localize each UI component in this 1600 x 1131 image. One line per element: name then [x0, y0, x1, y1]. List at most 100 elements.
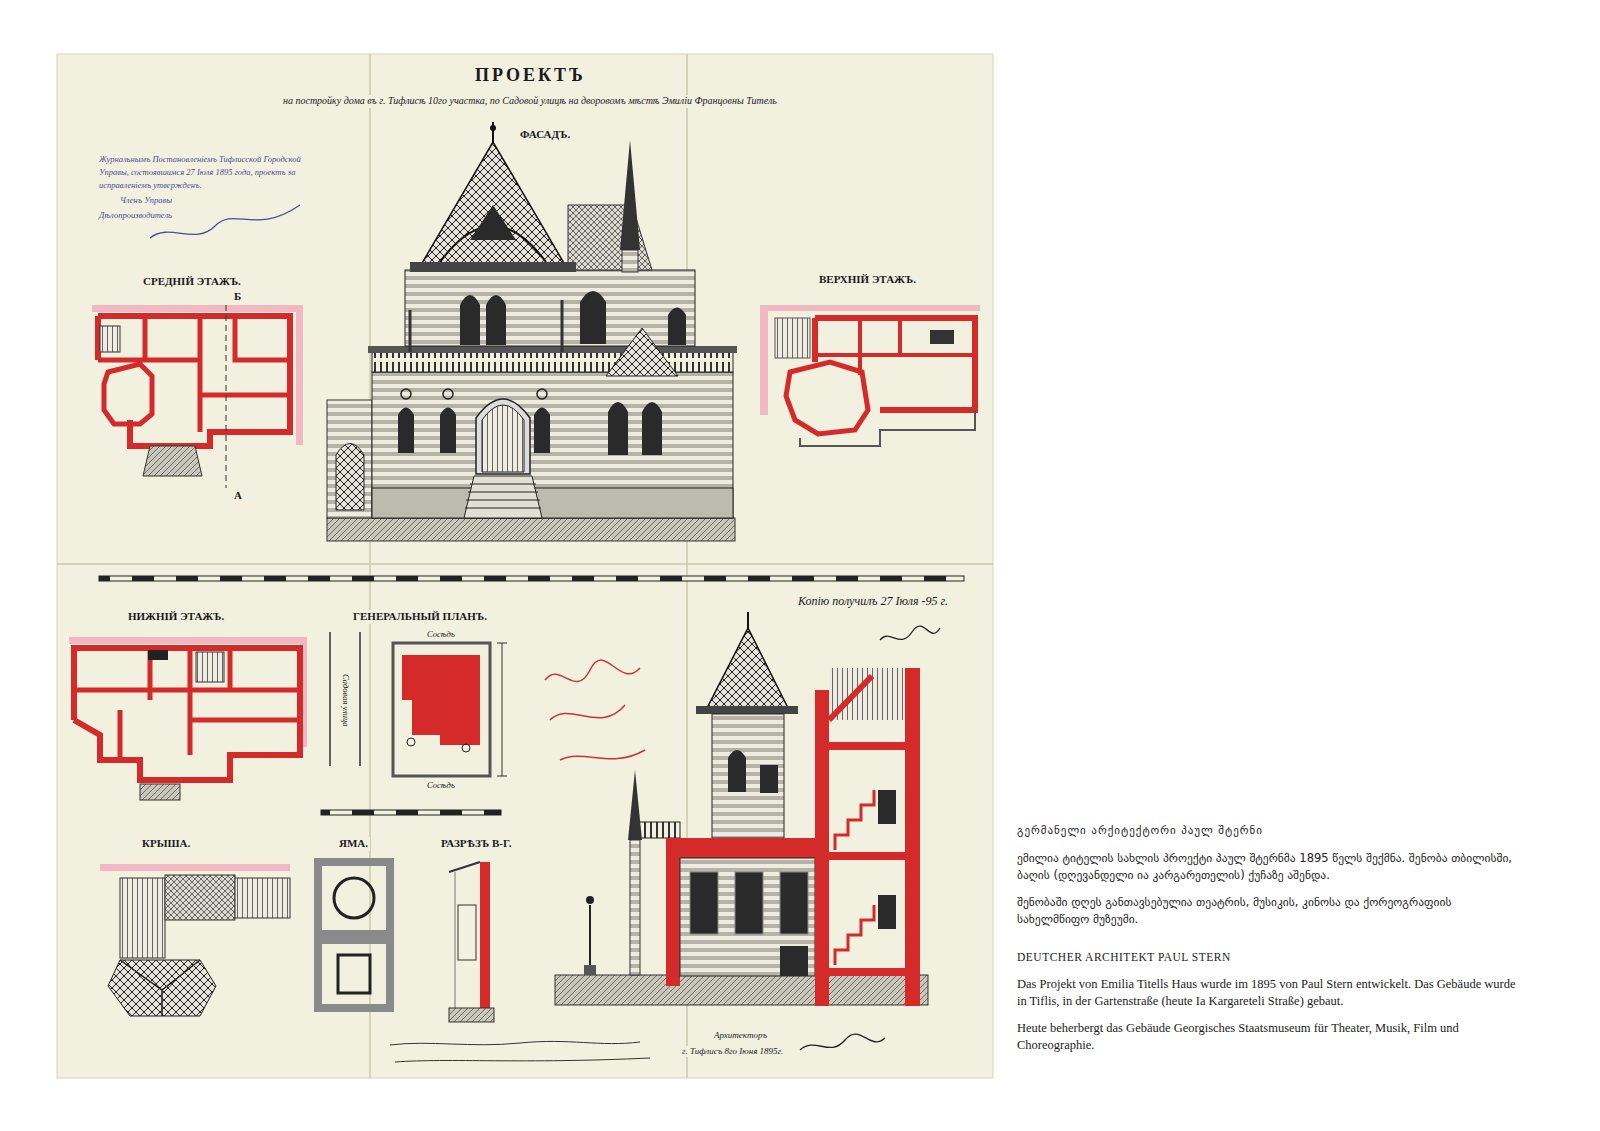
building-section-part: [878, 790, 896, 824]
building-section-part: [829, 968, 905, 976]
section-marker: А: [232, 489, 244, 503]
pit-drawing-part: [338, 955, 370, 993]
plan-heading: НИЖНІЙ ЭТАЖЪ.: [126, 610, 226, 624]
building-section-part: [728, 750, 746, 792]
roof-plan-part: [108, 960, 216, 1016]
building-section-part: [705, 628, 790, 712]
facade-elevation-part: [418, 142, 568, 270]
roof-plan: [100, 864, 290, 1016]
building-section-part: [815, 690, 829, 1006]
small-section-part: [480, 862, 490, 1022]
middle-floor-plan-part: [100, 326, 120, 352]
building-section-part: [780, 946, 808, 976]
handwritten-note: Копію получилъ 27 Іюля -95 г.: [796, 594, 950, 609]
facade-elevation-part: [580, 291, 606, 344]
facade-elevation-part: [490, 125, 496, 131]
building-section-part: [630, 840, 640, 975]
building-section-part: [829, 668, 905, 720]
building-section-part: [905, 668, 920, 1006]
building-section-part: [780, 872, 808, 934]
lower-floor-plan-part: [140, 784, 180, 800]
upper-floor-plan-part: [930, 330, 954, 344]
lower-floor-plan-part: [148, 650, 168, 660]
facade-elevation-part: [327, 518, 735, 541]
facade-elevation-part: [486, 295, 506, 345]
general-site-plan-part: [407, 738, 415, 746]
scale-bar-part: [99, 576, 964, 581]
building-section-part: [636, 822, 680, 838]
architect-label: Архитекторъ: [712, 1030, 769, 1041]
pit-drawing: [318, 862, 390, 1008]
paper-sheet: [57, 54, 993, 1078]
building-section-part: [680, 858, 815, 976]
building-section-part: [835, 790, 874, 850]
facade-elevation-part: [476, 399, 530, 474]
small-section-part: [455, 872, 456, 1022]
upper-floor-plan-part: [800, 410, 975, 446]
general-site-plan-part: [497, 643, 507, 776]
pit-drawing-part: [318, 940, 390, 1008]
facade-elevation-part: [606, 328, 678, 376]
facade-elevation-part: [409, 310, 412, 352]
caption-paragraph: Das Projekt von Emilia Titells Haus wurd…: [1017, 976, 1517, 1010]
building-section-part: [696, 706, 798, 714]
building-section-part: [878, 895, 896, 929]
roof-plan-part: [235, 878, 290, 918]
upper-floor-plan-part: [775, 318, 810, 358]
facade-elevation-part: [410, 262, 576, 272]
caption-paragraph: Heute beherbergt das Gebäude Georgisches…: [1017, 1020, 1517, 1054]
place-date: г. Тифлисъ 8го Іюня 1895г.: [680, 1046, 785, 1057]
lower-floor-plan-part: [196, 652, 224, 682]
handwritten-signatures-part: [880, 626, 940, 640]
facade-elevation-part: [464, 476, 542, 518]
building-section-part: [690, 872, 718, 934]
building-section-part: [829, 676, 872, 720]
plan-heading: ЯМА.: [337, 837, 370, 851]
building-section-part: [628, 770, 642, 840]
facade-elevation-part: [443, 389, 453, 399]
facade-elevation-part: [327, 400, 372, 518]
facade-elevation-part: [336, 444, 364, 511]
sheet-title: ПРОЕКТЪ: [473, 64, 588, 87]
general-site-plan-part: [402, 655, 480, 745]
general-site-plan-part: [359, 632, 361, 766]
facade-elevation-part: [482, 405, 524, 472]
general-site-plan-part: [462, 744, 470, 752]
handwritten-signatures-part: [390, 1041, 650, 1062]
facade-elevation-part: [608, 402, 628, 455]
facade-elevation-part: [470, 205, 516, 240]
facade-elevation: [327, 122, 737, 541]
facade-elevation-part: [372, 488, 733, 518]
paper-sheet-part: [57, 54, 993, 1078]
lower-floor-plan-part: [74, 648, 300, 760]
upper-floor-plan-part: [760, 305, 768, 415]
general-site-plan-part: [329, 632, 331, 766]
facade-elevation-part: [668, 308, 686, 346]
general-site-plan-part: [545, 660, 645, 760]
building-section-part: [760, 765, 778, 793]
general-site-plan: [330, 632, 645, 776]
middle-floor-plan: [92, 305, 303, 488]
lower-floor-plan: [69, 637, 307, 800]
building-section-part: [835, 905, 874, 965]
building-section-part: [735, 872, 763, 934]
building-section-part: [666, 838, 816, 858]
neighbour-label: Сосѣдъ: [425, 780, 457, 791]
facade-elevation-part: [534, 408, 550, 454]
building-section-part: [829, 742, 905, 750]
caption-heading: გერმანელი არქიტექტორი პაულ შტერნი: [1017, 824, 1577, 838]
general-site-plan-part: [393, 643, 490, 776]
approval-stamp: Журнальнымъ Постановленіемъ Тифлисской Г…: [97, 153, 316, 191]
roof-plan-part: [165, 875, 235, 920]
facade-elevation-part: [620, 140, 640, 250]
stamp-signatory: Членъ Управы: [118, 195, 174, 206]
small-section-part: [458, 905, 476, 960]
upper-floor-plan-part: [786, 362, 868, 434]
facade-elevation-part: [537, 389, 547, 399]
building-section-part: [589, 905, 591, 975]
small-section: [449, 862, 494, 1022]
upper-floor-plan: [760, 305, 980, 446]
middle-floor-plan-part: [143, 446, 202, 476]
facade-elevation-part: [622, 250, 638, 272]
